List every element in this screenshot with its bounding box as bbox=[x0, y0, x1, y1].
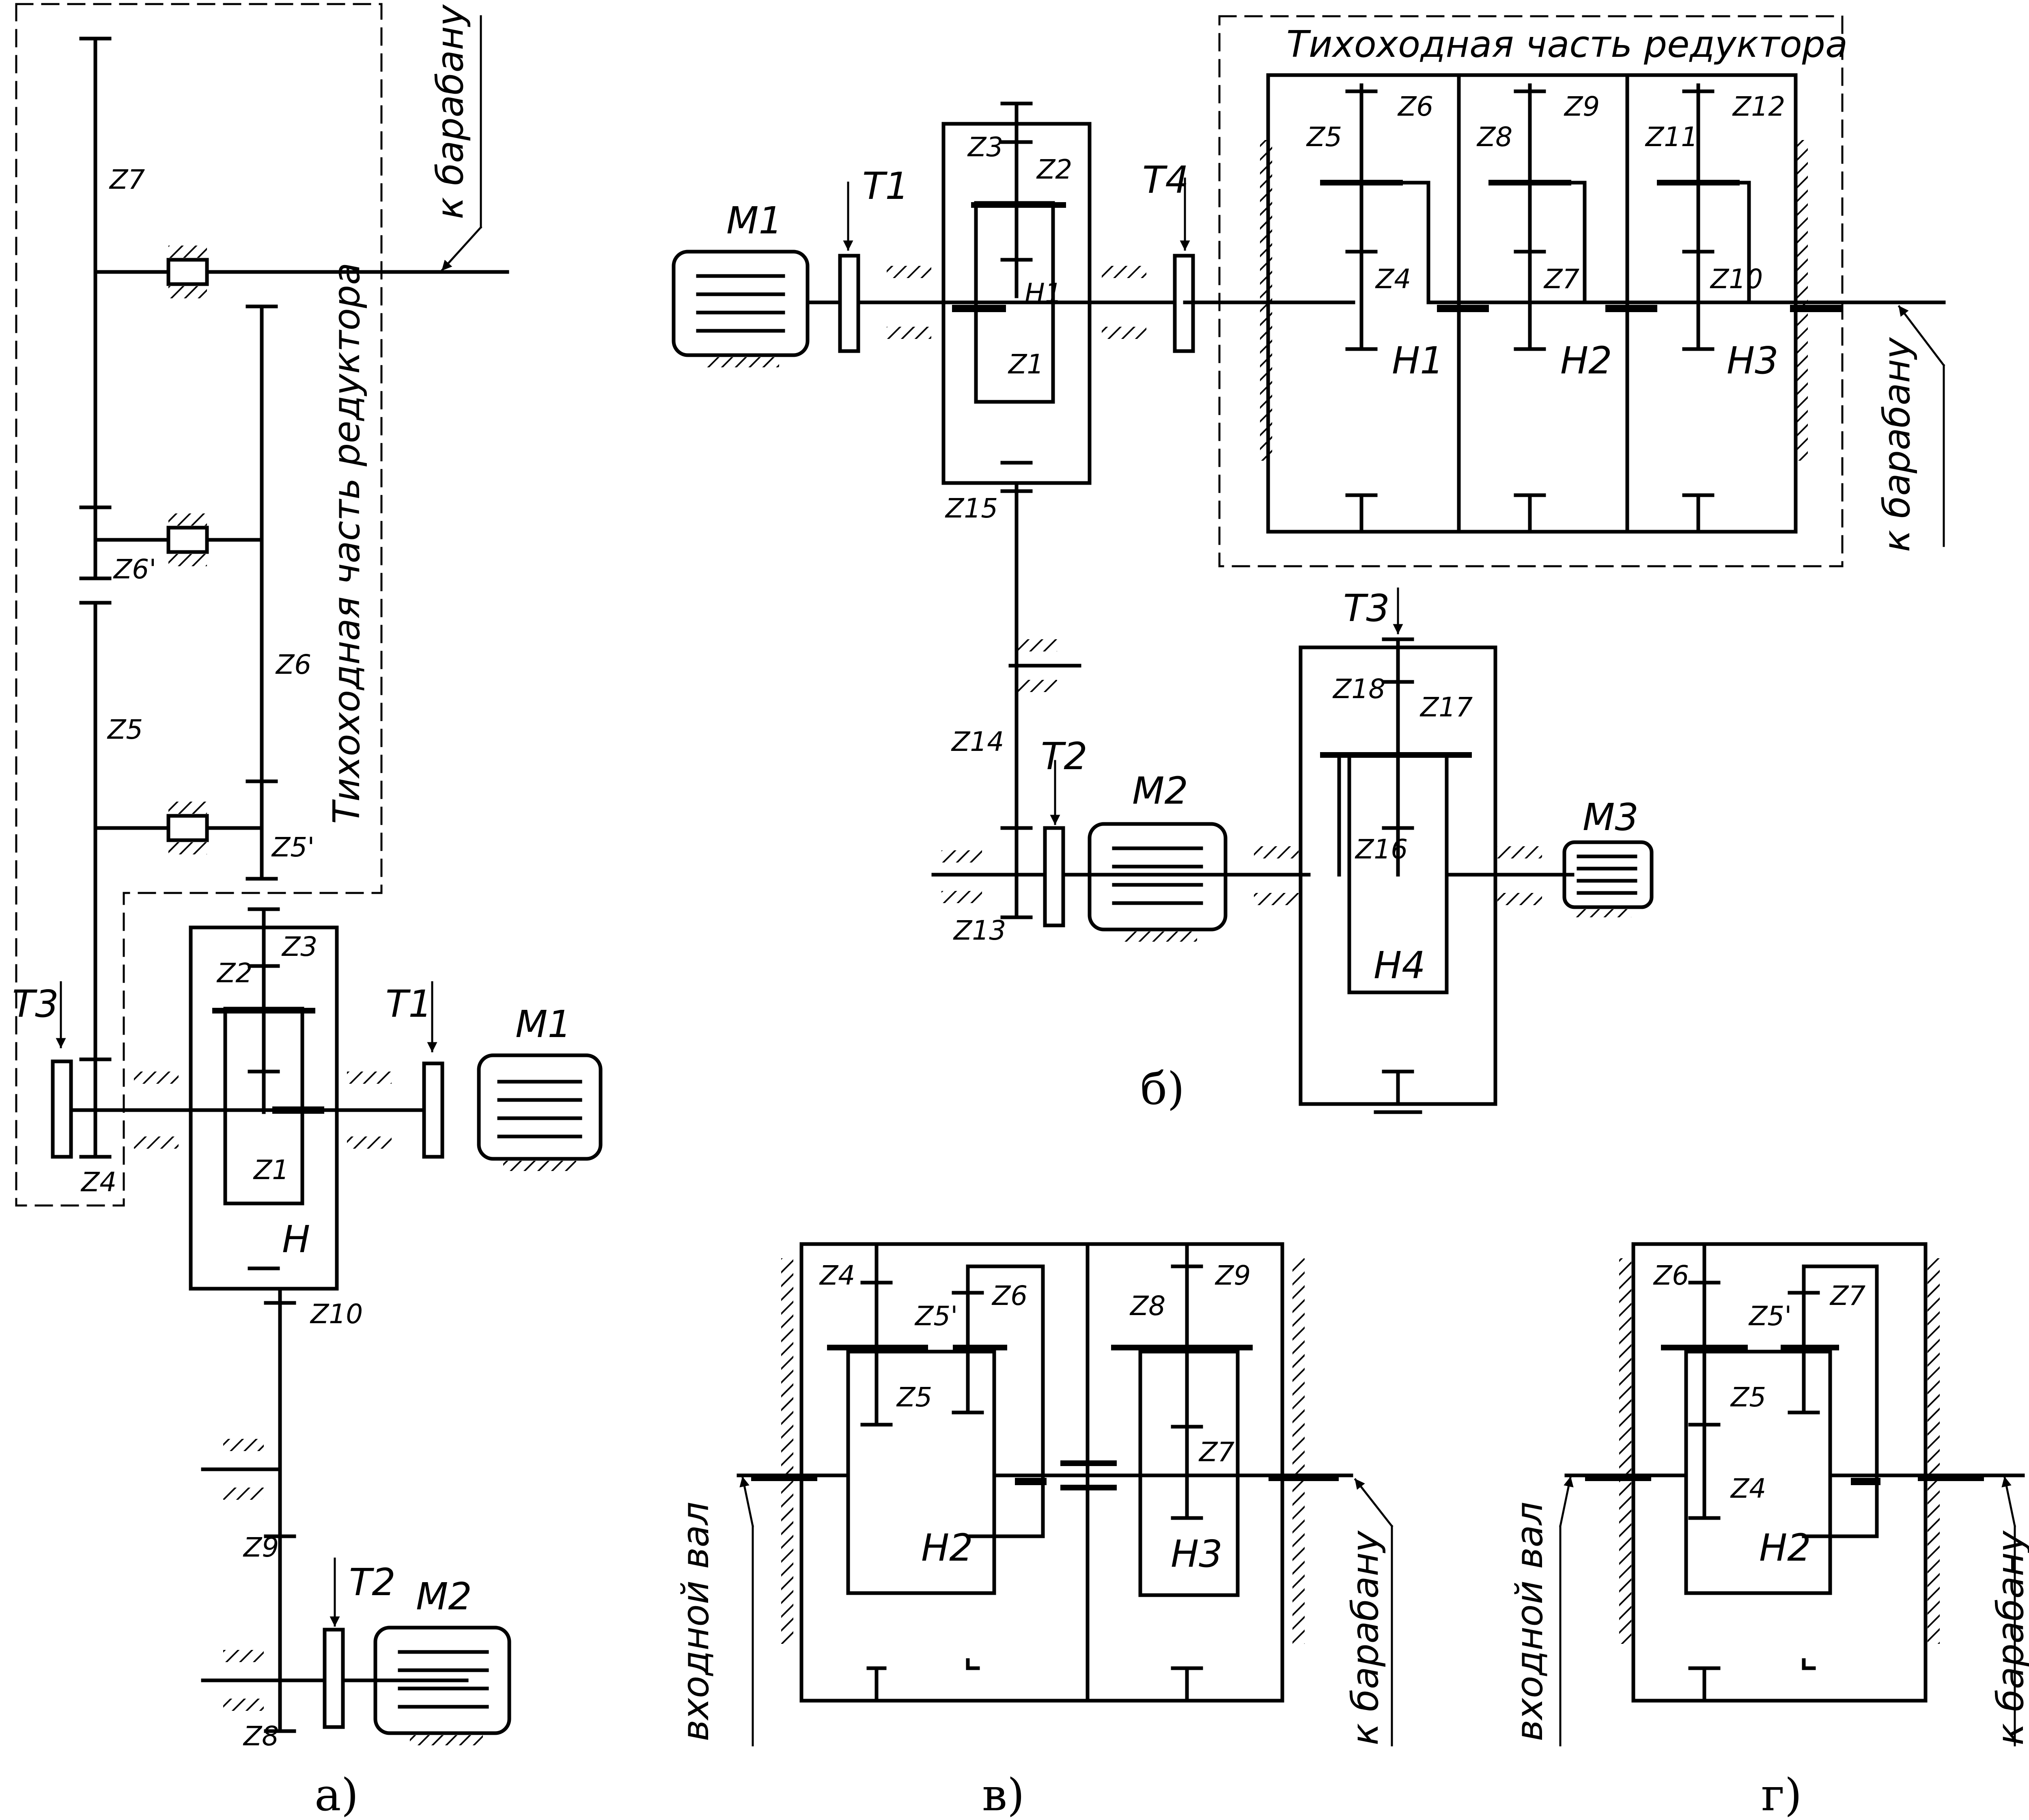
label-h2-b: H2 bbox=[1560, 339, 1612, 382]
caption-g: г) bbox=[1761, 1769, 1802, 1820]
label-z2-b: Z2 bbox=[1036, 154, 1072, 185]
label-z8-b: Z8 bbox=[1476, 121, 1512, 153]
motor-label-m1-a: M1 bbox=[515, 1003, 571, 1046]
diagram-b bbox=[672, 15, 1946, 1114]
label-z9-b: Z9 bbox=[1564, 91, 1600, 122]
label-z12-b: Z12 bbox=[1732, 91, 1785, 122]
label-h-a: H bbox=[282, 1218, 310, 1261]
label-z6-b: Z6 bbox=[1397, 91, 1433, 122]
label-z6-g: Z6 bbox=[1653, 1260, 1689, 1291]
label-z5p-v: Z5' bbox=[914, 1300, 958, 1332]
label-z1-a: Z1 bbox=[253, 1154, 289, 1186]
label-z18-b: Z18 bbox=[1332, 673, 1385, 705]
label-z9-a: Z9 bbox=[243, 1532, 279, 1563]
motor-m3-b bbox=[1562, 840, 1654, 917]
label-z5-v: Z5 bbox=[896, 1382, 932, 1413]
diagram-a bbox=[15, 3, 603, 1745]
label-z5p-g: Z5' bbox=[1748, 1300, 1792, 1332]
label-z14-b: Z14 bbox=[951, 726, 1004, 757]
slow-section-boundary-b bbox=[1218, 15, 1844, 567]
label-z7: Z7 bbox=[109, 164, 145, 195]
label-z6: Z6 bbox=[275, 649, 311, 680]
label-z6-v: Z6 bbox=[991, 1280, 1027, 1311]
label-z5-b: Z5 bbox=[1306, 121, 1342, 153]
label-z5-g: Z5 bbox=[1730, 1382, 1766, 1413]
label-h4-b: H4 bbox=[1374, 944, 1426, 987]
label-z11-b: Z11 bbox=[1645, 121, 1698, 153]
label-z15-b: Z15 bbox=[945, 493, 998, 524]
label-z7-v: Z7 bbox=[1198, 1436, 1234, 1468]
labels-g: Z6 Z5' Z7 Z5 Z4 H2 входной вал к барабан… bbox=[1508, 1260, 2029, 1820]
label-z4-v: Z4 bbox=[819, 1260, 855, 1291]
diagram-g bbox=[1559, 1242, 2025, 1747]
label-z1-b: Z1 bbox=[1008, 349, 1044, 380]
motor-label-m2-a: M2 bbox=[416, 1575, 472, 1618]
to-drum-v: к барабану bbox=[1344, 1530, 1387, 1745]
label-z8-a: Z8 bbox=[243, 1721, 279, 1752]
brake-t3-b: T3 bbox=[1343, 587, 1390, 630]
label-h2-v: H2 bbox=[921, 1526, 973, 1570]
label-z10-b: Z10 bbox=[1710, 263, 1763, 295]
label-h1-b: H1 bbox=[1392, 339, 1444, 382]
motor-label-m1-b: M1 bbox=[726, 199, 782, 242]
motor-m1-a bbox=[477, 1053, 603, 1171]
brake-t2-a: T2 bbox=[349, 1561, 396, 1604]
brake-t1-a: T1 bbox=[386, 982, 432, 1026]
motor-label-m3-b: M3 bbox=[1583, 796, 1639, 839]
bearing-a2 bbox=[166, 513, 209, 566]
input-shaft-v: входной вал bbox=[674, 1502, 717, 1741]
motor-m2-b bbox=[1088, 822, 1228, 942]
label-z17-b: Z17 bbox=[1419, 692, 1473, 723]
label-z6p: Z6' bbox=[113, 554, 156, 585]
diagram-v bbox=[737, 1242, 1394, 1747]
label-z10-a: Z10 bbox=[310, 1298, 363, 1330]
input-shaft-g: входной вал bbox=[1508, 1502, 1551, 1741]
caption-b: б) bbox=[1140, 1063, 1185, 1115]
label-z4-a: Z4 bbox=[80, 1167, 116, 1198]
slow-section-title-a: Тихоходная часть редуктора bbox=[325, 263, 368, 824]
caption-v: в) bbox=[982, 1769, 1025, 1820]
bearing-a1 bbox=[166, 246, 209, 298]
label-h2-g: H2 bbox=[1759, 1526, 1811, 1570]
label-h3-b: H3 bbox=[1727, 339, 1779, 382]
label-z4-g: Z4 bbox=[1730, 1473, 1766, 1504]
label-z4-b: Z4 bbox=[1375, 263, 1411, 295]
motor-label-m2-b: M2 bbox=[1132, 769, 1188, 813]
bearing-a3 bbox=[166, 802, 209, 854]
motor-m1-b bbox=[672, 250, 810, 367]
labels-a: Z7 Z6' Z6 Z5 Z5' Z3 Z2 Z1 Z4 H Z10 Z9 Z8… bbox=[12, 4, 571, 1820]
label-z3-a: Z3 bbox=[281, 931, 317, 962]
label-z3-b: Z3 bbox=[967, 132, 1003, 163]
to-drum-b: к барабану bbox=[1876, 337, 1918, 552]
label-z9-v: Z9 bbox=[1215, 1260, 1251, 1291]
label-z8-v: Z8 bbox=[1129, 1290, 1165, 1322]
label-z13-b: Z13 bbox=[953, 915, 1006, 946]
label-z16-b: Z16 bbox=[1355, 834, 1408, 865]
brake-t2-b: T2 bbox=[1041, 735, 1088, 778]
label-z5: Z5 bbox=[107, 714, 143, 745]
label-z7-b: Z7 bbox=[1543, 263, 1579, 295]
brake-t4-b: T4 bbox=[1142, 158, 1189, 202]
label-z5p: Z5' bbox=[271, 832, 314, 863]
motor-m2-a bbox=[373, 1626, 511, 1745]
slow-section-title-b: Тихоходная часть редуктора bbox=[1286, 23, 1848, 66]
to-drum-g: к барабану bbox=[1989, 1530, 2029, 1745]
label-h3-v: H3 bbox=[1171, 1532, 1223, 1576]
label-z2-a: Z2 bbox=[216, 957, 252, 989]
brake-t3-a: T3 bbox=[12, 982, 59, 1026]
caption-a: а) bbox=[314, 1769, 359, 1820]
label-z7-g: Z7 bbox=[1829, 1280, 1865, 1311]
labels-v: Z4 Z5' Z6 Z5 H2 Z9 Z8 Z7 H3 входной вал … bbox=[674, 1260, 1387, 1820]
to-drum-a: к барабану bbox=[429, 4, 472, 219]
brake-t1-b: T1 bbox=[862, 164, 909, 208]
label-h1a-b: H1 bbox=[1025, 278, 1062, 309]
slow-section-boundary-a bbox=[15, 3, 383, 1207]
labels-b: Тихоходная часть редуктора к барабану M1… bbox=[726, 23, 1918, 1115]
